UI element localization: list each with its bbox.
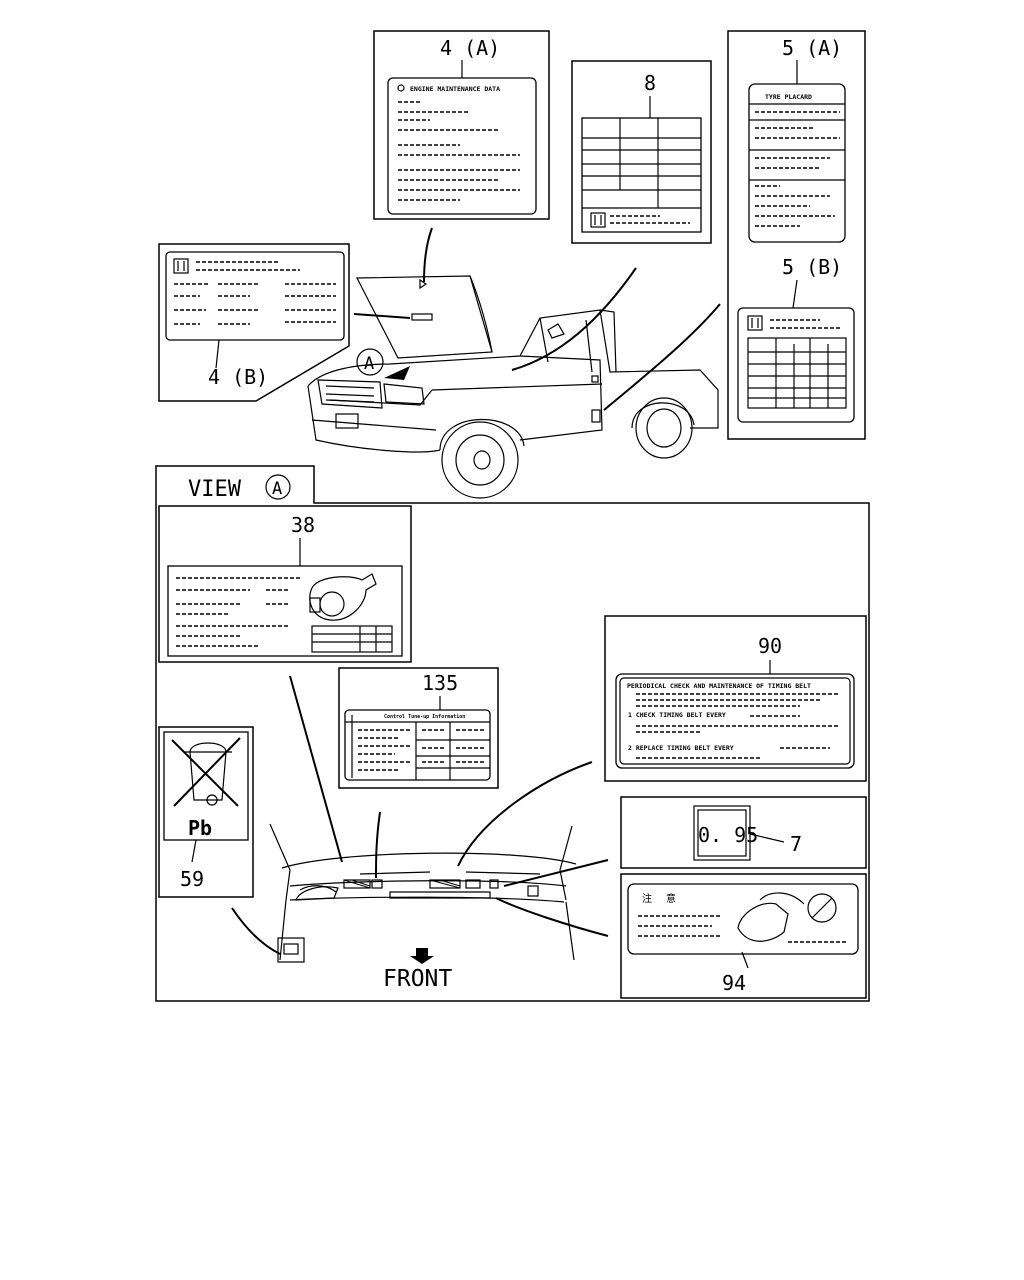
callout-4b: 4 (B) xyxy=(208,365,268,389)
view-title: VIEW xyxy=(188,477,242,502)
callout-59: 59 xyxy=(180,867,204,891)
truck-illustration xyxy=(307,275,719,499)
callout-5b: 5 (B) xyxy=(782,255,842,279)
emission-label xyxy=(581,117,702,233)
front-label: FRONT xyxy=(383,966,452,992)
gap-value-label: 0. 95 xyxy=(698,823,758,847)
engine-maintenance-label xyxy=(387,77,537,215)
callout-90: 90 xyxy=(758,634,782,658)
engine-maintenance-text-lines xyxy=(398,101,520,201)
tune-up-title: Control Tune-up Information xyxy=(384,714,465,720)
timing-belt-title: PERIODICAL CHECK AND MAINTENANCE OF TIMI… xyxy=(627,682,811,690)
engine-bay-illustration xyxy=(269,823,577,963)
tyre-placard-label xyxy=(748,83,846,243)
truck-view-marker: A xyxy=(364,354,374,374)
callout-4a: 4 (A) xyxy=(440,36,500,60)
callout-94: 94 xyxy=(722,971,746,995)
callout-38: 38 xyxy=(291,513,315,537)
vehicle-info-label xyxy=(165,251,345,341)
timing-belt-line1: 1 CHECK TIMING BELT EVERY xyxy=(628,711,726,719)
timing-belt-line2: 2 REPLACE TIMING BELT EVERY xyxy=(628,744,734,752)
battery-disposal-label xyxy=(163,731,249,841)
engine-maintenance-title: ENGINE MAINTENANCE DATA xyxy=(410,85,500,93)
warning-glyph-2: 意 xyxy=(666,892,676,905)
tyre-placard-title: TYRE PLACARD xyxy=(765,93,812,101)
tune-up-info-label xyxy=(344,709,491,781)
view-marker: A xyxy=(272,479,282,499)
timing-belt-label xyxy=(615,673,855,769)
callout-7: 7 xyxy=(790,832,802,856)
belt-routing-label xyxy=(167,565,403,657)
callout-135: 135 xyxy=(422,671,458,695)
callout-8: 8 xyxy=(644,71,656,95)
pb-text: Pb xyxy=(188,816,212,840)
callout-5a: 5 (A) xyxy=(782,36,842,60)
warning-glyph-1: 注 xyxy=(642,892,652,905)
tyre-pressure-label xyxy=(737,307,855,423)
